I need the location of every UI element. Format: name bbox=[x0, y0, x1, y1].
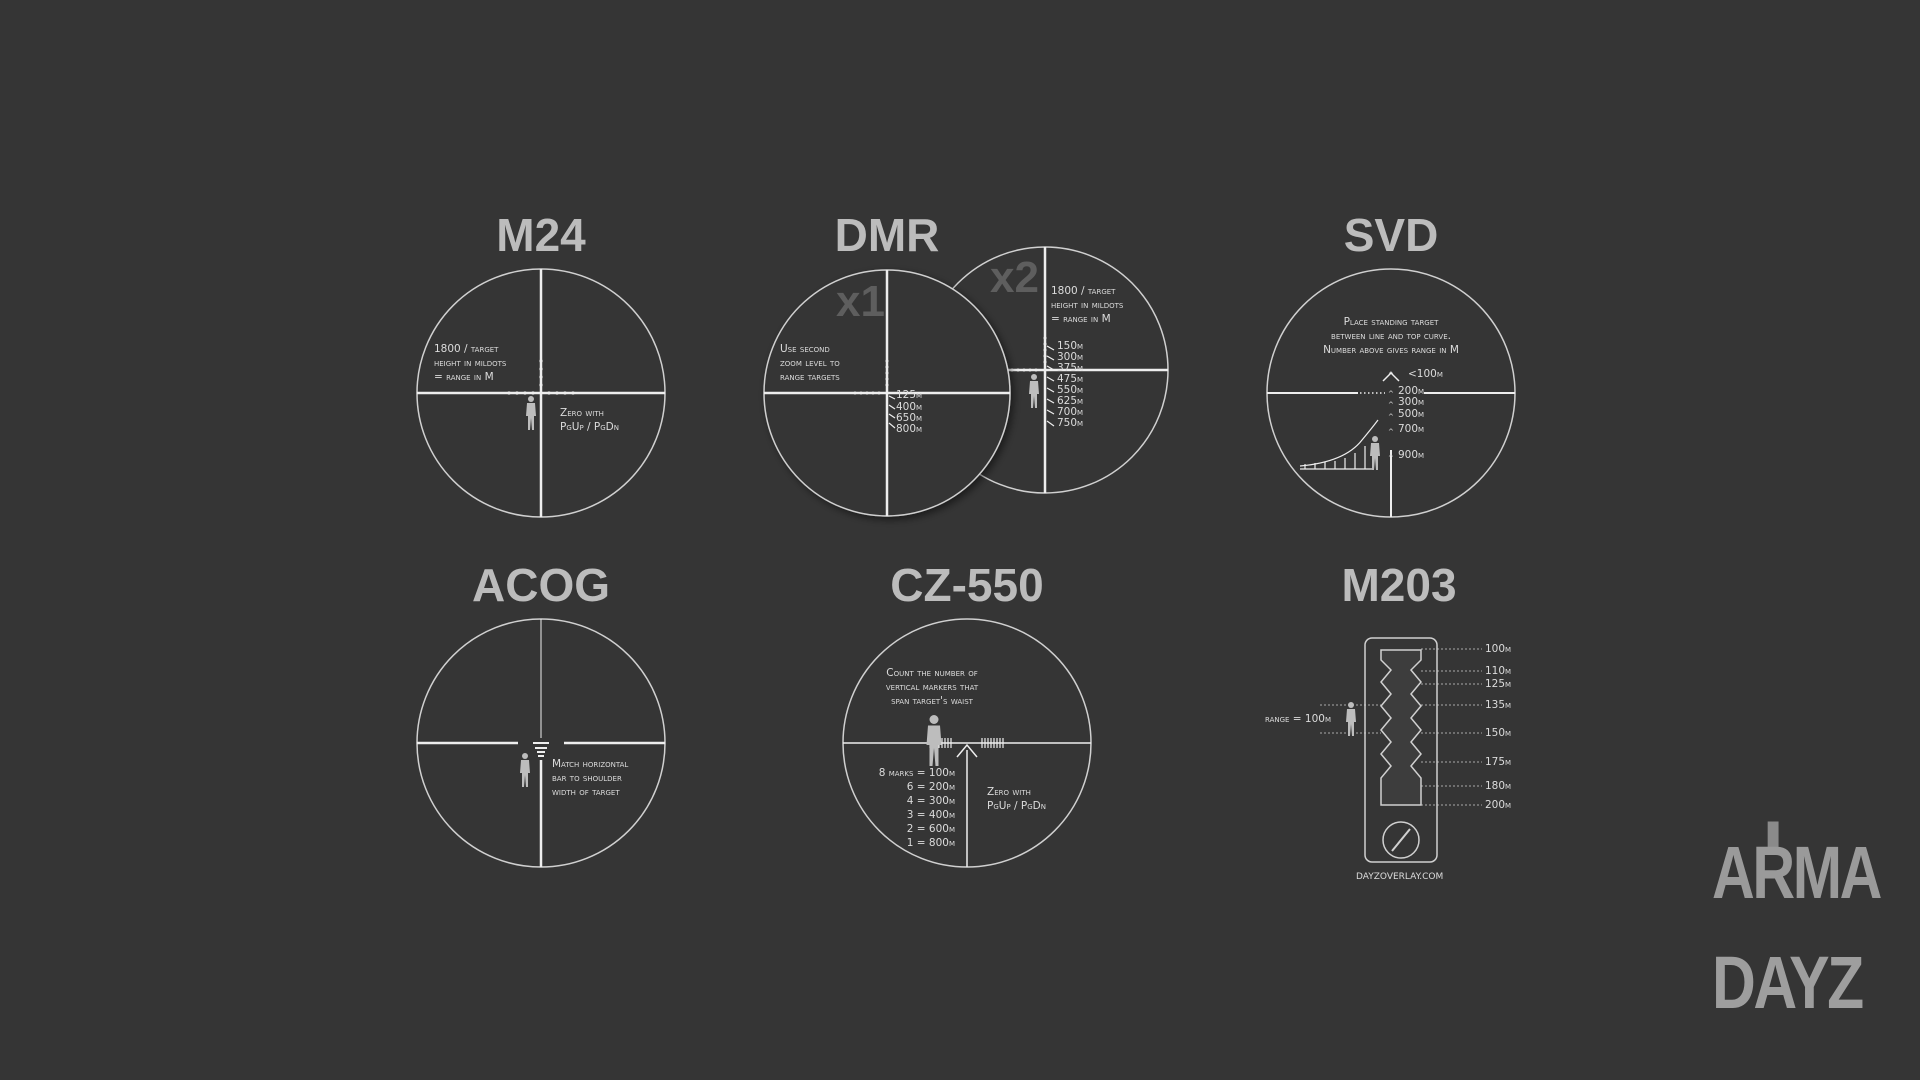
dmr-x2-range: 375m bbox=[1057, 362, 1084, 374]
dmr-x2-range-list: 150m 300m 375m 475m 550m 625m 700m 750m bbox=[1057, 341, 1083, 429]
dmr-x2-range: 700m bbox=[1057, 406, 1084, 418]
dmr-x1-range: 125m bbox=[896, 389, 923, 401]
dmr-x2-range: 750m bbox=[1057, 417, 1084, 429]
cz550-mark: 3 = 400m bbox=[906, 809, 955, 821]
dmr-x1-range: 650m bbox=[896, 412, 923, 424]
cz550-mark: 4 = 300m bbox=[906, 795, 955, 807]
cz550-marks-list: 8 marks = 100m 6 = 200m 4 = 300m 3 = 400… bbox=[860, 766, 955, 850]
m203-range: 135m bbox=[1485, 699, 1512, 711]
arma-wordmark: ARMA bbox=[1712, 831, 1882, 914]
svg-text:^: ^ bbox=[1388, 413, 1394, 421]
svd-instruction-text: Place standing target between line and t… bbox=[1323, 316, 1459, 356]
cz550-mark: 6 = 200m bbox=[906, 781, 955, 793]
dmr-x2-range: 150m bbox=[1057, 340, 1084, 352]
m203-range: 100m bbox=[1485, 643, 1512, 655]
m203-site-text: DAYZOVERLAY.COM bbox=[1356, 872, 1444, 882]
m203-range: 125m bbox=[1485, 678, 1512, 690]
acog-reticle bbox=[416, 618, 666, 868]
svd-range: 200m bbox=[1398, 385, 1425, 397]
dmr-x1-range-list: 125m 400m 650m 800m bbox=[896, 388, 922, 435]
svg-text:^: ^ bbox=[1388, 454, 1394, 462]
dmr-formula-text: 1800 / target height in mildots = range … bbox=[1051, 285, 1124, 325]
m24-formula-text: 1800 / target height in mildots = range … bbox=[434, 343, 507, 383]
svd-reticle: ^ ^ ^ ^ ^ ^ bbox=[1266, 268, 1516, 518]
dayz-logo: DAYZ bbox=[1712, 941, 1864, 1024]
svg-text:^: ^ bbox=[1388, 390, 1394, 398]
dmr-x1-range: 800m bbox=[896, 423, 923, 435]
svg-text:^: ^ bbox=[1388, 428, 1394, 436]
m203-range: 180m bbox=[1485, 780, 1512, 792]
cz550-zero-text: Zero with PgUp / PgDn bbox=[987, 786, 1046, 812]
cz550-reticle bbox=[842, 618, 1092, 868]
title-svd: SVD bbox=[1343, 209, 1439, 261]
arma-logo: II ARMA bbox=[1710, 814, 1890, 920]
dmr-x2-range: 475m bbox=[1057, 373, 1084, 385]
cz550-mark: 1 = 800m bbox=[906, 837, 955, 849]
cz550-note-text: Count the number of vertical markers tha… bbox=[885, 667, 979, 707]
cz550-mark: 8 marks = 100m bbox=[878, 767, 955, 779]
title-m24: M24 bbox=[496, 209, 586, 261]
title-cz550: CZ-550 bbox=[890, 559, 1044, 611]
svd-range: 500m bbox=[1398, 408, 1425, 420]
m24-reticle bbox=[416, 268, 666, 518]
dmr-x2-range: 300m bbox=[1057, 351, 1084, 363]
dmr-x2-range: 625m bbox=[1057, 395, 1084, 407]
m24-zero-text: Zero with PgUp / PgDn bbox=[560, 407, 619, 433]
title-dmr: DMR bbox=[834, 209, 940, 261]
svd-range: <100m bbox=[1408, 368, 1443, 380]
dmr-x2-range: 550m bbox=[1057, 384, 1084, 396]
title-m203: M203 bbox=[1341, 559, 1457, 611]
acog-note-text: Match horizontal bar to shoulder width o… bbox=[552, 758, 629, 798]
m203-range-label: range = 100m bbox=[1265, 713, 1332, 725]
title-acog: ACOG bbox=[472, 559, 610, 611]
svd-range: 900m bbox=[1398, 449, 1425, 461]
svd-range: 700m bbox=[1398, 423, 1425, 435]
svg-text:^: ^ bbox=[1388, 401, 1394, 409]
m203-range: 110m bbox=[1485, 665, 1512, 677]
dmr-x1-range: 400m bbox=[896, 401, 923, 413]
m203-range: 175m bbox=[1485, 756, 1512, 768]
m203-range: 200m bbox=[1485, 799, 1512, 811]
m203-range: 150m bbox=[1485, 727, 1512, 739]
m203-sight bbox=[1320, 637, 1482, 863]
dmr-second-zoom-text: Use second zoom level to range targets bbox=[780, 343, 840, 383]
cz550-mark: 2 = 600m bbox=[906, 823, 955, 835]
dmr-x1-reticle bbox=[763, 269, 1011, 517]
svg-text:^: ^ bbox=[1388, 371, 1394, 379]
dmr-zoom-x1-label: x1 bbox=[836, 277, 885, 326]
dmr-zoom-x2-label: x2 bbox=[990, 253, 1039, 302]
svd-range: 300m bbox=[1398, 396, 1425, 408]
